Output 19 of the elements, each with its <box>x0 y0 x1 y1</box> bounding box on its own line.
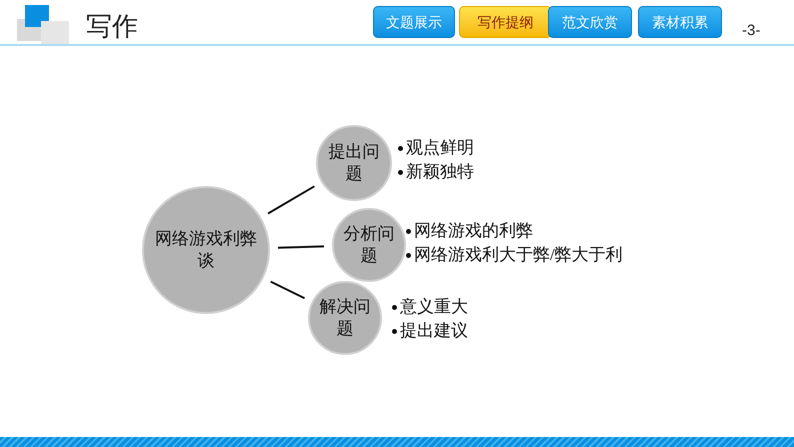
circle-label: 网络游戏利弊谈 <box>154 228 258 272</box>
nav-tab: 文题展示 <box>373 6 455 38</box>
circle-label: 解决问题 <box>318 296 372 340</box>
connector-line <box>268 185 315 214</box>
bullet-text: 新颖独特 <box>406 161 474 183</box>
nav-tab: 范文欣赏 <box>548 6 632 38</box>
circle-label: 分析问题 <box>342 223 396 267</box>
bullet-text: 观点鲜明 <box>406 137 474 159</box>
bullet-text: 提出建议 <box>400 320 468 342</box>
page-number: -3- <box>742 21 760 41</box>
bullet-text: 意义重大 <box>400 296 468 318</box>
nav-tab: 素材积累 <box>638 6 722 38</box>
page-title: 写作 <box>86 10 138 42</box>
bullet-text: 网络游戏的利弊 <box>414 220 533 242</box>
connector-line <box>270 280 306 300</box>
bullet-text: 网络游戏利大于弊/弊大于利 <box>414 244 623 266</box>
nav-tab: 写作提纲 <box>459 6 552 38</box>
circle-label: 提出问题 <box>328 141 380 185</box>
connector-line <box>278 245 324 249</box>
